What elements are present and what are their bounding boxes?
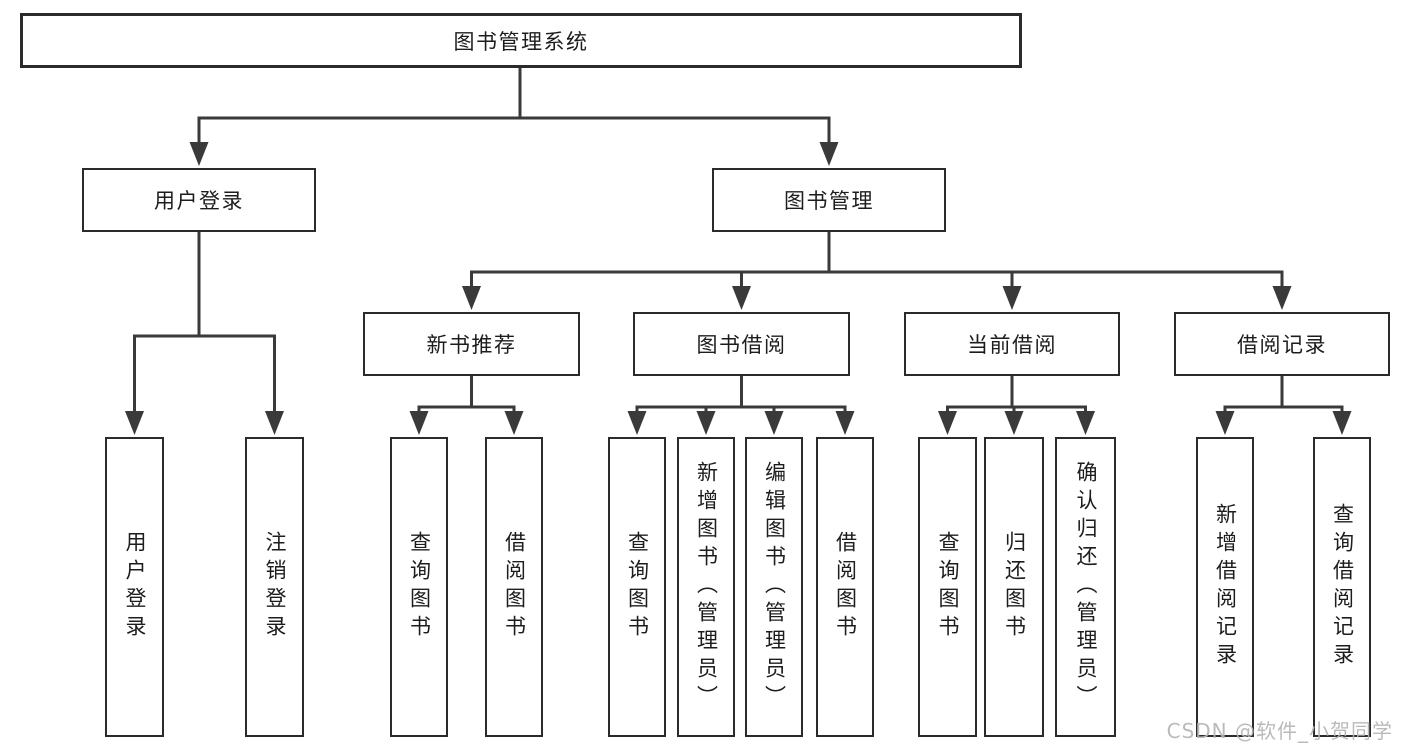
arrow-down-icon xyxy=(819,142,839,166)
arrow-down-icon xyxy=(696,411,716,435)
arrow-down-icon xyxy=(1272,286,1292,310)
user-login-branch-lines xyxy=(133,230,276,415)
arrow-down-icon xyxy=(1332,411,1352,435)
node-query-books-3: 查询图书 xyxy=(918,437,977,737)
node-add-borrow-record: 新增借阅记录 xyxy=(1196,437,1254,737)
node-borrow-books-1: 借阅图书 xyxy=(485,437,543,737)
node-label: 借阅记录 xyxy=(1237,333,1327,357)
arrow-down-icon xyxy=(125,411,144,435)
arrow-down-icon xyxy=(1002,286,1022,310)
section-branch-lines xyxy=(417,374,1344,415)
node-label: 图书管理系统 xyxy=(453,29,589,54)
csdn-watermark: CSDN @软件_小贺同学 xyxy=(1166,719,1393,743)
node-label: 新书推荐 xyxy=(426,333,517,357)
node-book-management: 图书管理 xyxy=(712,168,946,232)
arrow-down-icon xyxy=(462,286,481,310)
arrow-down-icon xyxy=(764,411,784,435)
node-borrow-books-2: 借阅图书 xyxy=(816,437,874,737)
node-current-borrowing: 当前借阅 xyxy=(904,312,1120,376)
node-label: 借阅图书 xyxy=(502,531,527,643)
node-confirm-return-admin: 确认归还（管理员） xyxy=(1055,437,1116,737)
node-query-books-2: 查询图书 xyxy=(608,437,666,737)
node-label: 注销登录 xyxy=(263,531,287,643)
node-user-login-action: 用户登录 xyxy=(105,437,164,737)
node-return-books: 归还图书 xyxy=(984,437,1044,737)
node-label: 编辑图书（管理员） xyxy=(762,461,787,713)
node-borrow-records: 借阅记录 xyxy=(1174,312,1390,376)
arrowheads xyxy=(125,142,1352,435)
arrow-down-icon xyxy=(265,411,284,435)
node-label: 新增借阅记录 xyxy=(1213,503,1238,671)
book-mgmt-branch-lines xyxy=(470,230,1284,290)
node-label: 归还图书 xyxy=(1002,531,1027,643)
node-book-borrowing: 图书借阅 xyxy=(633,312,850,376)
node-label: 图书借阅 xyxy=(696,333,787,357)
arrow-down-icon xyxy=(732,286,751,310)
arrow-down-icon xyxy=(1215,411,1235,435)
node-label: 新增图书（管理员） xyxy=(694,461,719,713)
node-label: 用户登录 xyxy=(123,531,147,643)
node-new-book-recommend: 新书推荐 xyxy=(363,312,580,376)
node-user-login: 用户登录 xyxy=(82,168,316,232)
arrow-down-icon xyxy=(627,411,647,435)
arrow-down-icon xyxy=(835,411,855,435)
node-label: 查询图书 xyxy=(625,531,650,643)
node-library-system: 图书管理系统 xyxy=(20,13,1022,68)
node-label: 查询图书 xyxy=(407,531,432,643)
node-label: 用户登录 xyxy=(154,189,244,213)
arrow-down-icon xyxy=(189,142,209,166)
arrow-down-icon xyxy=(504,411,524,435)
arrow-down-icon xyxy=(409,411,429,435)
node-label: 当前借阅 xyxy=(967,333,1057,357)
node-edit-books-admin: 编辑图书（管理员） xyxy=(745,437,803,737)
arrow-down-icon xyxy=(1076,411,1095,435)
root-branch-lines xyxy=(197,64,831,146)
node-label: 查询借阅记录 xyxy=(1330,503,1355,671)
node-add-books-admin: 新增图书（管理员） xyxy=(677,437,735,737)
arrow-down-icon xyxy=(1004,411,1024,435)
node-label: 借阅图书 xyxy=(833,531,858,643)
arrow-down-icon xyxy=(938,411,957,435)
node-logout-action: 注销登录 xyxy=(245,437,304,737)
node-label: 图书管理 xyxy=(784,189,874,213)
node-query-borrow-record: 查询借阅记录 xyxy=(1313,437,1371,737)
node-label: 查询图书 xyxy=(936,531,960,643)
node-query-books-1: 查询图书 xyxy=(390,437,448,737)
node-label: 确认归还（管理员） xyxy=(1074,461,1098,713)
